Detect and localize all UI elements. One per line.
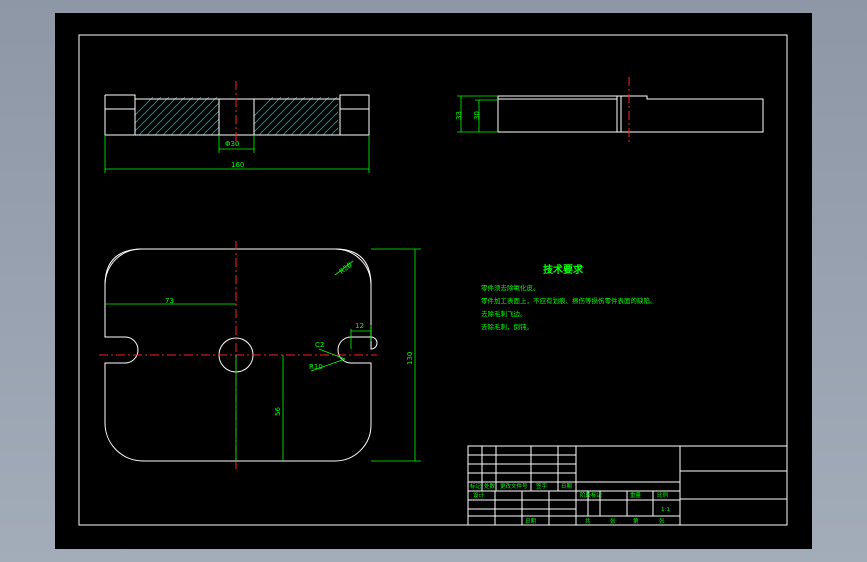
tech-req-line-4: 去除毛刺，倒钝。: [481, 322, 533, 331]
dim-height-inner: 30: [473, 111, 481, 120]
hatch-right: [254, 97, 338, 135]
drawing-svg: Φ30 160 33 30: [78, 34, 788, 526]
side-view: [457, 77, 764, 145]
tb-weight: 重量: [630, 491, 642, 499]
dim-slot-radius: R10: [309, 363, 323, 371]
tb-signature: 签字: [536, 482, 548, 490]
tb-design: 设计: [473, 491, 485, 499]
tb-doc-no: 更改文件号: [500, 482, 528, 490]
tech-req-title: 技术要求: [543, 263, 584, 276]
hatch-left: [135, 97, 219, 135]
title-block: [467, 445, 788, 526]
dim-bore-dia: Φ30: [225, 140, 239, 148]
tb-count: 处数: [484, 482, 496, 490]
tech-req-line-1: 零件须去除氧化皮。: [481, 283, 540, 292]
dim-half-height: 56: [274, 407, 282, 416]
front-section-view: [104, 81, 370, 173]
top-view: [99, 241, 421, 469]
dim-slot-width: 12: [355, 322, 364, 330]
tb-stage-mark: 阶段标记: [580, 491, 603, 499]
tb-sheet-total: 共: [585, 517, 591, 525]
tb-date: 日期: [561, 483, 573, 490]
tb-mark: 标记: [470, 482, 482, 490]
tb-ratio: 比例: [657, 491, 669, 499]
drawing-border: [78, 34, 788, 526]
dim-height-total: 33: [455, 111, 463, 120]
tb-sheet-no: 第: [633, 517, 639, 525]
drawing-canvas[interactable]: Φ30 160 33 30: [55, 13, 812, 549]
dim-overall-width: 130: [406, 352, 414, 365]
tech-req-line-2: 零件加工表面上，不应有划痕、擦伤等损伤零件表面的缺陷。: [481, 296, 657, 305]
tb-sheet-word-2: 张: [659, 517, 665, 525]
dim-chamfer: C2: [315, 341, 324, 349]
tech-req-line-3: 去除毛刺飞边。: [481, 309, 527, 318]
tb-scale: 1:1: [661, 507, 670, 513]
dim-corner-radius: R20: [338, 261, 354, 276]
plate-outline: [104, 248, 372, 462]
tb-approve: 日期: [525, 518, 537, 525]
dim-overall-length: 160: [231, 161, 244, 169]
tb-sheet-word: 张: [610, 517, 616, 525]
dim-half-length: 73: [165, 297, 174, 305]
